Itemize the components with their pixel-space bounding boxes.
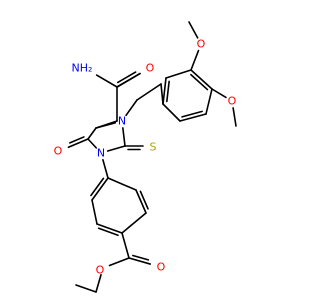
bond-ar-1 — [162, 77, 167, 105]
atom-label-o-amide: O — [146, 62, 155, 75]
atom-label-o-ome3: O — [228, 95, 237, 108]
bond-bz-1 — [91, 177, 109, 201]
molecule-diagram: NH₂ O N N O S O O O O — [54, 21, 237, 293]
bond-ar-2 — [162, 103, 181, 122]
bond-c5-c4 — [87, 127, 97, 140]
atom-label-o-ester: O — [96, 264, 105, 277]
bond-bz-5-double — [139, 190, 149, 210]
bond-ar-4 — [205, 88, 213, 115]
bond-n1-aryl — [102, 158, 109, 179]
atom-label-n3: N — [118, 115, 126, 128]
bond-bz-2 — [91, 199, 98, 225]
bond-o3-me — [232, 107, 237, 127]
bond-ar-6 — [165, 69, 192, 79]
bond-ch2-ch2 — [136, 83, 162, 101]
bond-amide-c-o-pair-double — [117, 71, 137, 84]
bond-n3-ch2 — [125, 99, 138, 117]
bond-bz-3-double — [97, 227, 119, 237]
atom-label-o-ring: O — [54, 145, 63, 158]
atom-label-s-thione: S — [150, 141, 157, 154]
bond-c2-n1 — [106, 145, 126, 152]
bond-bz-1-double — [90, 177, 105, 197]
bond-c4-n3 — [95, 122, 117, 129]
bond-ar-o4 — [190, 49, 200, 71]
bond-bz-3 — [96, 223, 123, 234]
bond-ester-co — [128, 257, 152, 265]
bond-n3-c2 — [122, 127, 126, 147]
bond-amide-c-o-pair — [116, 72, 141, 88]
atom-label-o-ome4: O — [197, 38, 206, 51]
bond-ar-o3 — [211, 88, 227, 99]
bond-ethyl — [75, 284, 97, 293]
bond-bz-6 — [107, 177, 137, 191]
bond-ar-3-double — [181, 110, 203, 118]
molecule-structure-canvas: NH₂ O N N O S O O O O — [53, 21, 237, 293]
bond-o-ethyl — [95, 273, 102, 293]
atom-label-n1: N — [97, 147, 105, 160]
bond-bz-5 — [135, 189, 147, 214]
bond-bz-ester — [121, 232, 130, 259]
bond-ester-co-double — [132, 254, 150, 261]
bond-amide-n-c — [95, 74, 118, 88]
bond-ar-5-double — [190, 73, 209, 91]
bond-o4-me — [188, 21, 199, 39]
bond-c5-o-double — [69, 136, 85, 144]
bond-ar-5 — [190, 69, 213, 90]
atom-label-o-ester-carbonyl: O — [157, 261, 166, 274]
bond-ar-3 — [179, 113, 207, 122]
bond-ar-1-double — [166, 80, 170, 103]
atom-label-nh2: NH₂ — [72, 62, 93, 75]
bond-c5-o — [67, 138, 89, 149]
bond-bz-4 — [121, 212, 147, 234]
bond-n1-c5 — [87, 138, 98, 149]
bond-ester-o — [108, 257, 130, 267]
